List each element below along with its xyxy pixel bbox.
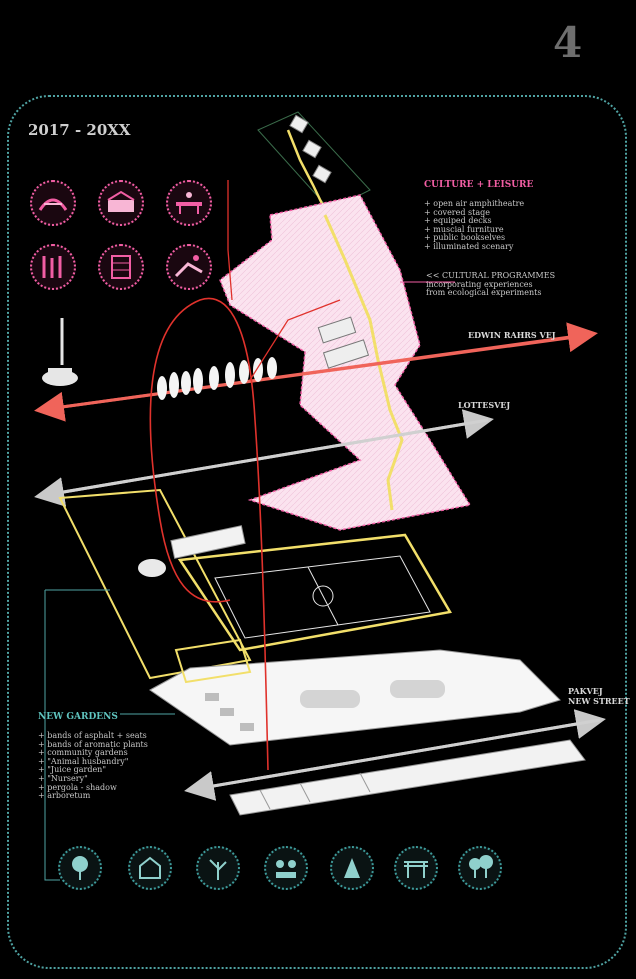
northern-strip-layer bbox=[257, 111, 371, 211]
period-label: 2017 - 20XX bbox=[28, 121, 131, 139]
tree-row bbox=[157, 357, 277, 400]
page-number: 4 bbox=[553, 18, 583, 67]
edwin-rahrs-vej-label: EDWIN RAHRS VEJ bbox=[468, 330, 556, 340]
deck-icon bbox=[166, 180, 212, 226]
gardens-layer bbox=[149, 638, 561, 746]
tower-landmark bbox=[42, 318, 78, 386]
aromatic-plants-icon bbox=[196, 846, 240, 890]
culture-list: + open air amphitheatre + covered stage … bbox=[424, 199, 525, 252]
cultural-route bbox=[149, 297, 269, 771]
garden-item: + "Juice garden" bbox=[38, 765, 107, 775]
building-block bbox=[312, 164, 332, 184]
new-street-label: NEW STREET bbox=[568, 696, 630, 706]
bookshelf-icon bbox=[98, 244, 144, 290]
garden-item: + "Nursery" bbox=[38, 773, 88, 783]
greenhouse-icon bbox=[128, 846, 172, 890]
garden-item: + bands of aromatic plants bbox=[38, 739, 148, 749]
cultural-programmes-line: << CULTURAL PROGRAMMES bbox=[426, 271, 556, 280]
garden-item: + bands of asphalt + seats bbox=[38, 731, 147, 740]
nursery-icon bbox=[330, 846, 374, 890]
gardens-title: NEW GARDENS bbox=[38, 712, 118, 722]
lottesvej-label: LOTTESVEJ bbox=[458, 400, 511, 410]
panel-frame bbox=[7, 95, 627, 969]
arboretum-icon bbox=[58, 846, 102, 890]
culture-item: + open air amphitheatre bbox=[424, 199, 525, 208]
building-block bbox=[317, 316, 357, 344]
pakvej-label: PAKVEJ bbox=[568, 686, 603, 696]
garden-item: + "Animal husbandry" bbox=[38, 756, 129, 766]
illuminated-scenery-icon bbox=[166, 244, 212, 290]
culture-layer bbox=[219, 194, 472, 531]
culture-item: + public bookselves bbox=[424, 233, 506, 243]
building-block bbox=[289, 114, 309, 134]
culture-item: + illuminated scenary bbox=[424, 241, 514, 251]
cultural-programmes-line: incorporating experiences bbox=[426, 279, 533, 289]
musical-furniture-icon bbox=[30, 244, 76, 290]
culture-title: CULTURE + LEISURE bbox=[424, 180, 534, 190]
amphitheatre-icon bbox=[30, 180, 76, 226]
sports-field-layer bbox=[58, 488, 452, 680]
garden-item: + pergola - shadow bbox=[38, 782, 117, 792]
pergola-icon bbox=[394, 846, 438, 890]
culture-item: + muscial furniture bbox=[424, 224, 504, 234]
culture-item: + equiped decks bbox=[424, 216, 492, 226]
street-strip-layer bbox=[229, 739, 586, 816]
garden-item: + community gardens bbox=[38, 748, 128, 758]
culture-item: + covered stage bbox=[424, 207, 490, 217]
stage-icon bbox=[98, 180, 144, 226]
building-block bbox=[302, 139, 322, 159]
tree-grove-icon bbox=[458, 846, 502, 890]
gardens-list: + bands of asphalt + seats + bands of ar… bbox=[38, 731, 148, 801]
building-block bbox=[170, 525, 246, 559]
garden-item: + arboretum bbox=[38, 791, 91, 801]
community-garden-icon bbox=[264, 846, 308, 890]
cultural-programmes-note: << CULTURAL PROGRAMMES incorporating exp… bbox=[426, 271, 556, 298]
building-block bbox=[322, 339, 370, 369]
cultural-programmes-line: from ecological experiments bbox=[426, 288, 542, 298]
